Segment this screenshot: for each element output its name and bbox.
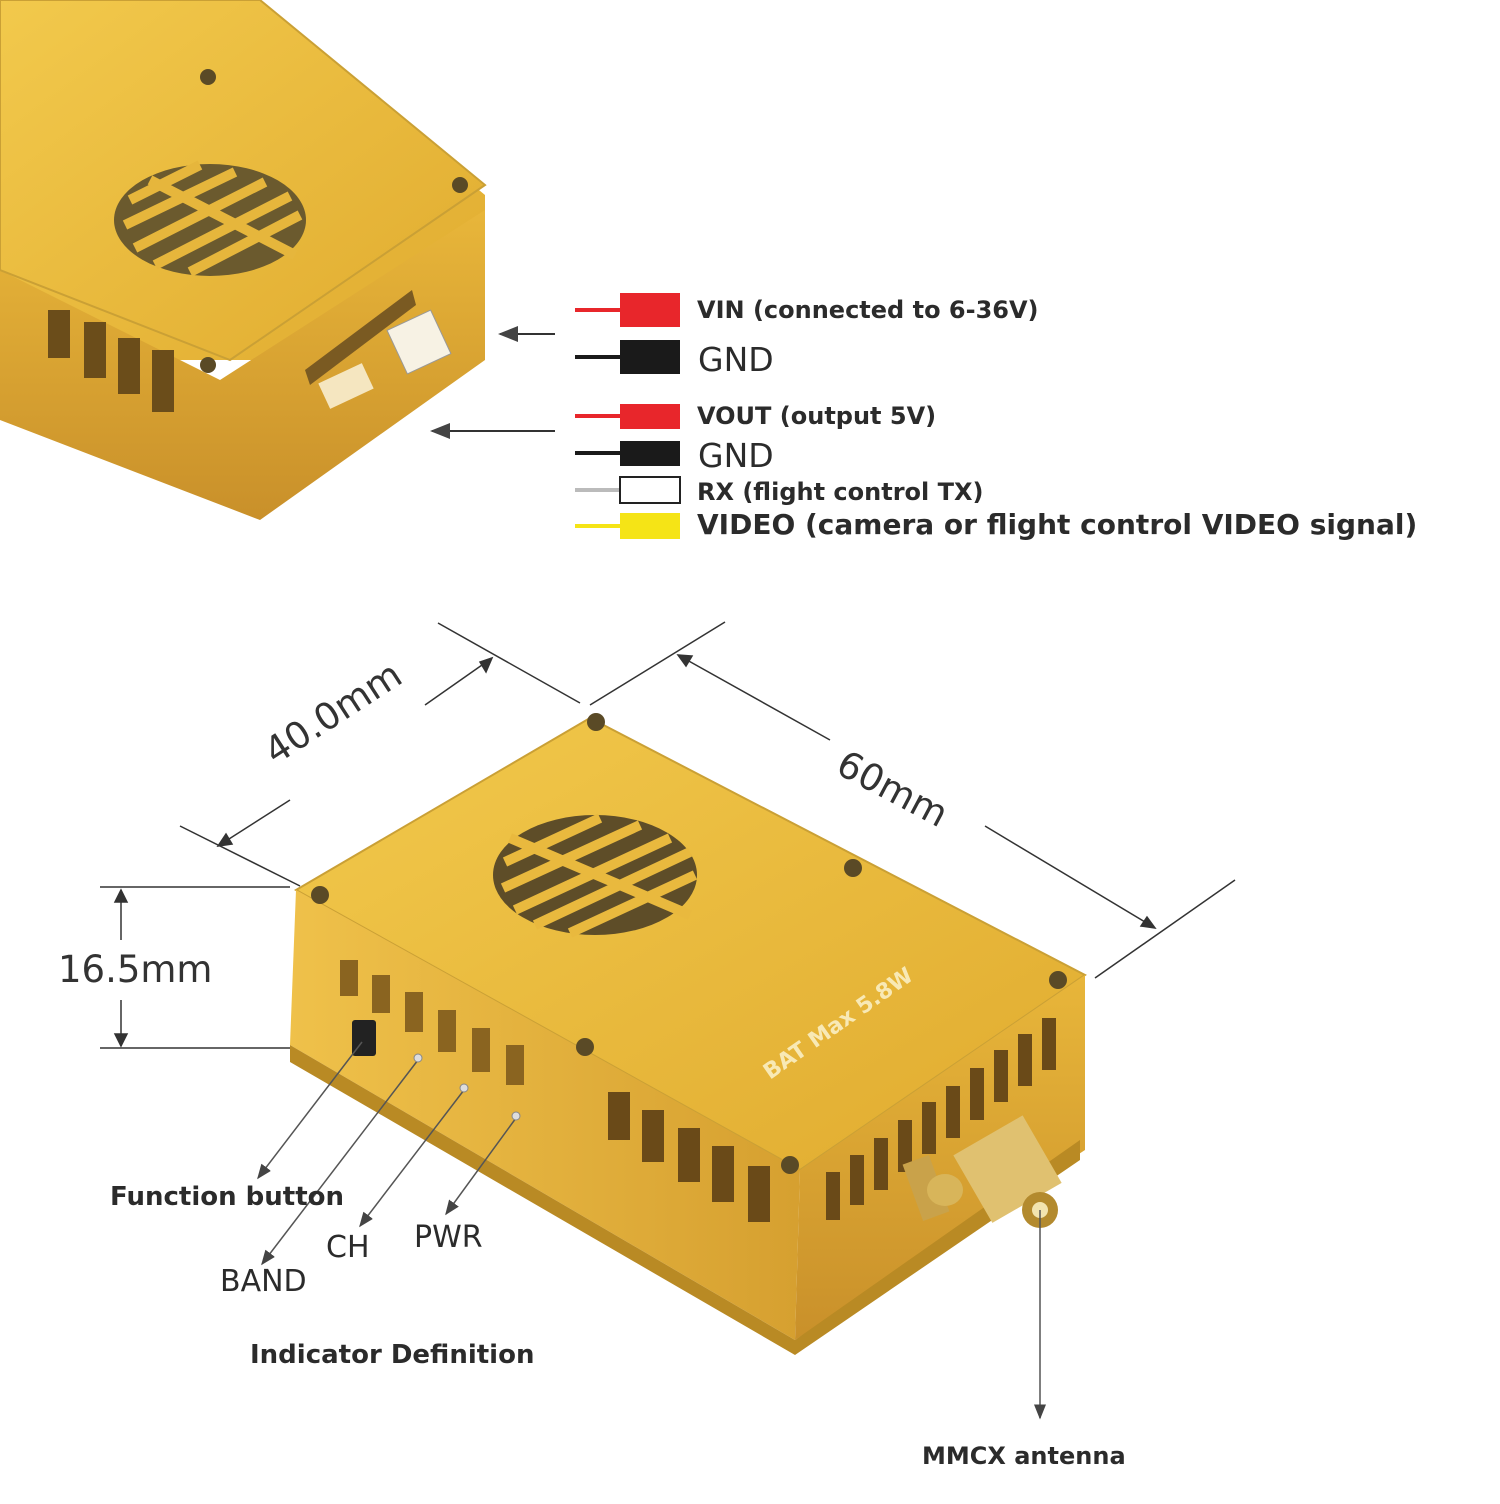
indicator-leaders bbox=[257, 1041, 1046, 1420]
mmcx-antenna-label: MMCX antenna bbox=[922, 1442, 1126, 1470]
indicator-dots bbox=[413, 1053, 521, 1121]
device-side-fins bbox=[826, 1018, 1056, 1220]
vin-label: VIN (connected to 6-36V) bbox=[697, 296, 1039, 324]
video-block bbox=[620, 513, 680, 539]
wire-blocks bbox=[575, 293, 681, 539]
vin-block bbox=[620, 293, 680, 327]
gnd2-block bbox=[620, 441, 680, 466]
antenna-connector bbox=[902, 1115, 1062, 1228]
rx-block bbox=[619, 476, 681, 504]
band-indicator-label: BAND bbox=[220, 1264, 307, 1299]
ch-indicator-label: CH bbox=[326, 1230, 370, 1265]
height-dimension-label: 16.5mm bbox=[58, 948, 213, 991]
gnd1-label: GND bbox=[698, 340, 774, 379]
top-connectors bbox=[305, 290, 452, 409]
vout-block bbox=[620, 404, 680, 429]
indicator-definition-title: Indicator Definition bbox=[250, 1340, 535, 1370]
top-side-vents bbox=[48, 310, 174, 412]
device-fan-grill bbox=[493, 813, 698, 938]
top-fan-grill bbox=[114, 160, 306, 277]
top-device-view bbox=[0, 0, 487, 520]
dimension-lines bbox=[100, 621, 1236, 1049]
device-right-face bbox=[795, 975, 1085, 1340]
pwr-indicator-label: PWR bbox=[414, 1220, 483, 1255]
rx-label: RX (flight control TX) bbox=[697, 478, 984, 506]
device-front-vents bbox=[340, 960, 524, 1085]
gnd1-block bbox=[620, 340, 680, 374]
device-lower-vents bbox=[608, 1092, 770, 1222]
top-screws bbox=[200, 69, 468, 373]
vout-label: VOUT (output 5V) bbox=[697, 402, 937, 430]
device-screws bbox=[311, 713, 1067, 1174]
gnd2-label: GND bbox=[698, 436, 774, 475]
bottom-device-view: BAT Max 5.8W bbox=[290, 713, 1087, 1355]
function-button-label: Function button bbox=[110, 1182, 345, 1212]
video-label: VIDEO (camera or flight control VIDEO si… bbox=[697, 508, 1418, 541]
